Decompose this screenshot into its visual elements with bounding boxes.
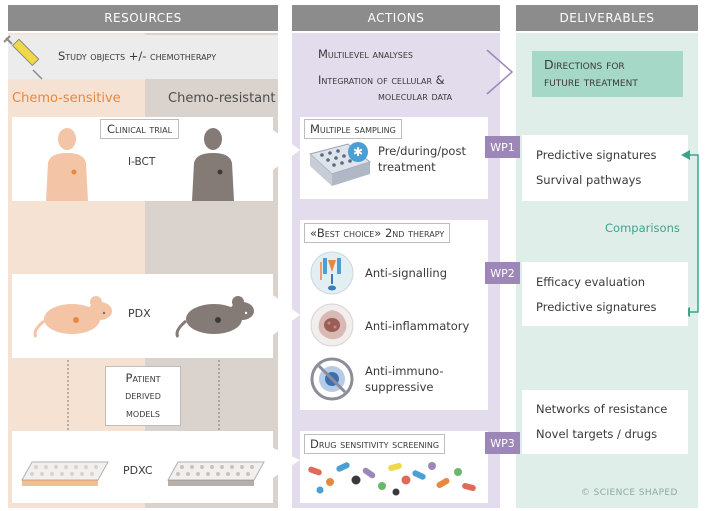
ibct-label: I-BCT <box>128 156 156 168</box>
mouse-icon <box>175 296 254 338</box>
wp1-tag: WP1 <box>485 136 520 158</box>
multiple-sampling-label: Multiple sampling <box>304 119 402 140</box>
cell-plate-icon: ✱ <box>308 142 372 186</box>
cell-plate-icon <box>21 461 109 486</box>
study-objects-label: Study objects +/- chemotherapy <box>58 49 217 63</box>
integration-label: Integration of cellular & molecular data <box>318 73 453 103</box>
directions-box: Directions for future treatment <box>532 51 683 97</box>
pre-post-label: Pre/during/post treatment <box>378 144 466 174</box>
efficacy-evaluation-label: Efficacy evaluation <box>536 275 646 289</box>
study-objects-bar <box>8 35 278 79</box>
syringe-icon <box>3 35 43 80</box>
sensitive-label: Chemo-sensitive <box>12 91 121 106</box>
cell-plate-icon <box>167 461 265 486</box>
female-figure-icon <box>192 128 234 201</box>
resources-header: RESOURCES <box>8 5 278 31</box>
best-choice-label: «Best choice» 2nd therapy <box>304 223 451 244</box>
female-figure-icon <box>46 128 88 201</box>
anti-inflammatory-label: Anti-inflammatory <box>365 319 470 333</box>
networks-resistance-label: Networks of resistance <box>536 402 668 416</box>
wp3-tag: WP3 <box>485 432 520 454</box>
anti-immuno-label: Anti-immuno- suppressive <box>365 364 444 394</box>
clinical-trial-label: Clinical trial <box>100 119 180 140</box>
pdxc-label: PDXC <box>123 464 153 477</box>
predictive-signatures-label: Predictive signatures <box>536 300 657 314</box>
actions-header: ACTIONS <box>292 5 500 31</box>
resistant-label: Chemo-resistant <box>168 91 276 106</box>
svg-text:✱: ✱ <box>353 145 363 159</box>
multilevel-label: Multilevel analyses <box>318 47 413 61</box>
wp3-deliverables-panel <box>522 390 688 454</box>
comparisons-label: Comparisons <box>605 221 680 235</box>
patient-models-label: Patient derived models <box>105 366 181 426</box>
signalling-icon <box>310 251 354 295</box>
mouse-icon <box>33 296 112 338</box>
immune-cell-icon <box>310 357 354 401</box>
resources-resistant-bg <box>145 33 278 508</box>
novel-targets-label: Novel targets / drugs <box>536 427 658 441</box>
drug-screening-label: Drug sensitivity screening <box>304 434 446 455</box>
deliverables-header: DELIVERABLES <box>516 5 698 31</box>
anti-signalling-label: Anti-signalling <box>365 266 448 280</box>
wp1-deliverables-panel <box>522 135 688 201</box>
pills-icon <box>308 462 476 496</box>
credit-label: © SCIENCE SHAPED <box>581 488 678 498</box>
wp2-tag: WP2 <box>485 262 520 284</box>
predictive-signatures-label: Predictive signatures <box>536 148 657 162</box>
inflamed-cell-icon <box>310 303 354 347</box>
resources-sensitive-bg <box>8 33 145 508</box>
wp2-deliverables-panel <box>522 262 688 326</box>
pdx-label: PDX <box>128 307 151 320</box>
survival-pathways-label: Survival pathways <box>536 173 642 187</box>
